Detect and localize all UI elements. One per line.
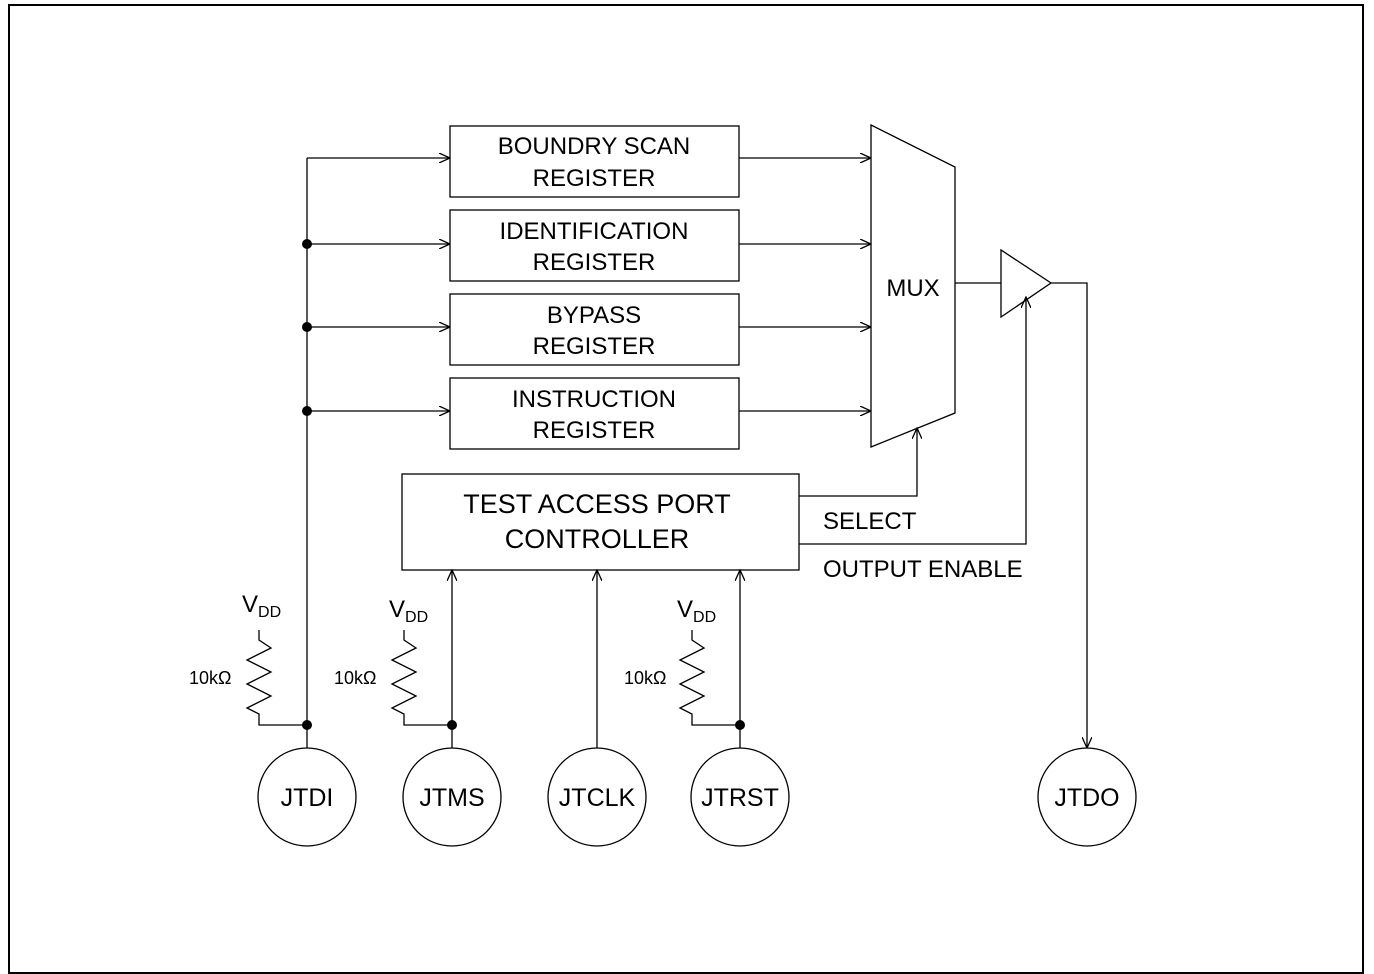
junction-dot (735, 720, 745, 730)
junction-dot (447, 720, 457, 730)
pin-jtclk: JTCLK (547, 747, 647, 847)
output-enable-label: OUTPUT ENABLE (823, 556, 1023, 583)
register-to-mux-wires (739, 158, 871, 411)
resistor-label: 10kΩ (624, 668, 666, 688)
register-label: REGISTER (533, 165, 656, 192)
register-label: BYPASS (547, 302, 641, 329)
pin-jtdi: JTDI (257, 747, 357, 847)
bypass-register: BYPASS REGISTER (449, 293, 740, 366)
boundary-scan-register: BOUNDRY SCAN REGISTER (449, 125, 740, 198)
pullup-resistor-jtdi: VDD 10kΩ (189, 591, 312, 730)
register-label: REGISTER (533, 249, 656, 276)
register-label: REGISTER (533, 333, 656, 360)
identification-register: IDENTIFICATION REGISTER (449, 209, 740, 282)
vdd-label: VDD (242, 591, 281, 621)
pin-jtdo: JTDO (1037, 747, 1137, 847)
jtdi-bus (302, 158, 450, 748)
junction-dot (302, 322, 312, 332)
register-label: INSTRUCTION (512, 386, 676, 413)
pin-label: JTRST (701, 784, 779, 812)
register-label: BOUNDRY SCAN (498, 133, 691, 160)
pin-jtms: JTMS (402, 747, 502, 847)
pin-label: JTMS (419, 784, 484, 812)
control-signals: SELECT OUTPUT ENABLE (799, 297, 1026, 583)
mux: MUX (870, 123, 956, 448)
pin-jtrst: JTRST (690, 747, 790, 847)
resistor-label: 10kΩ (189, 668, 231, 688)
junction-dot (302, 720, 312, 730)
tap-label: CONTROLLER (505, 524, 690, 554)
pullup-resistor-jtms: VDD 10kΩ (334, 596, 457, 730)
tap-controller: TEST ACCESS PORT CONTROLLER (401, 473, 800, 571)
pin-label: JTDO (1054, 784, 1119, 812)
register-label: IDENTIFICATION (500, 218, 689, 245)
junction-dot (302, 239, 312, 249)
pin-label: JTCLK (559, 784, 636, 812)
pullup-resistor-jtrst: VDD 10kΩ (624, 596, 745, 730)
pin-label: JTDI (281, 784, 334, 812)
register-label: REGISTER (533, 417, 656, 444)
tap-label: TEST ACCESS PORT (463, 489, 731, 519)
output-path (955, 248, 1087, 748)
instruction-register: INSTRUCTION REGISTER (449, 377, 740, 450)
vdd-label: VDD (389, 596, 428, 626)
junction-dot (302, 406, 312, 416)
select-label: SELECT (823, 508, 917, 535)
vdd-label: VDD (677, 596, 716, 626)
mux-label: MUX (886, 275, 939, 302)
resistor-label: 10kΩ (334, 668, 376, 688)
